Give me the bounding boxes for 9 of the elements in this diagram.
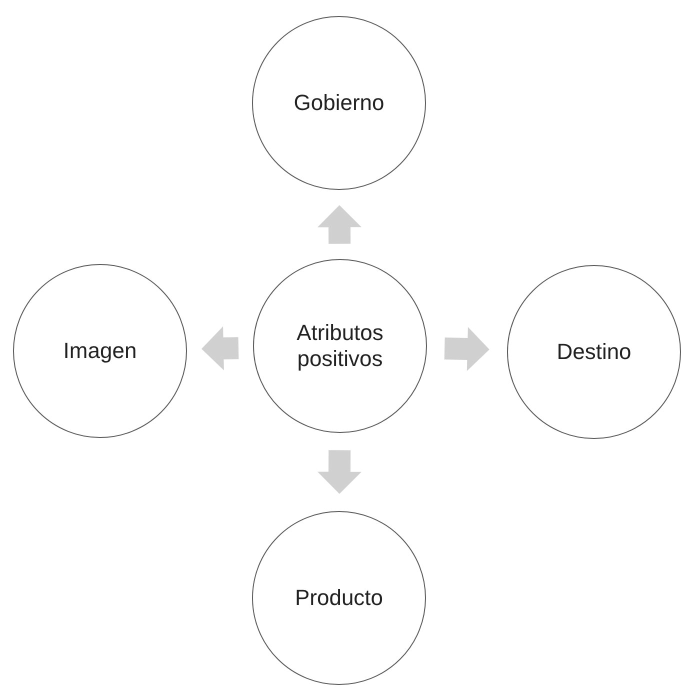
node-label: Producto xyxy=(294,584,384,612)
node-label: Gobierno xyxy=(294,90,384,116)
node-label: Destino xyxy=(556,338,632,366)
node-label: Atributos positivos xyxy=(296,320,384,372)
block-arrow xyxy=(318,205,362,244)
block-arrow xyxy=(202,326,239,370)
block-arrow xyxy=(444,327,490,371)
block-arrow xyxy=(318,450,362,494)
node-label: Imagen xyxy=(63,338,137,364)
